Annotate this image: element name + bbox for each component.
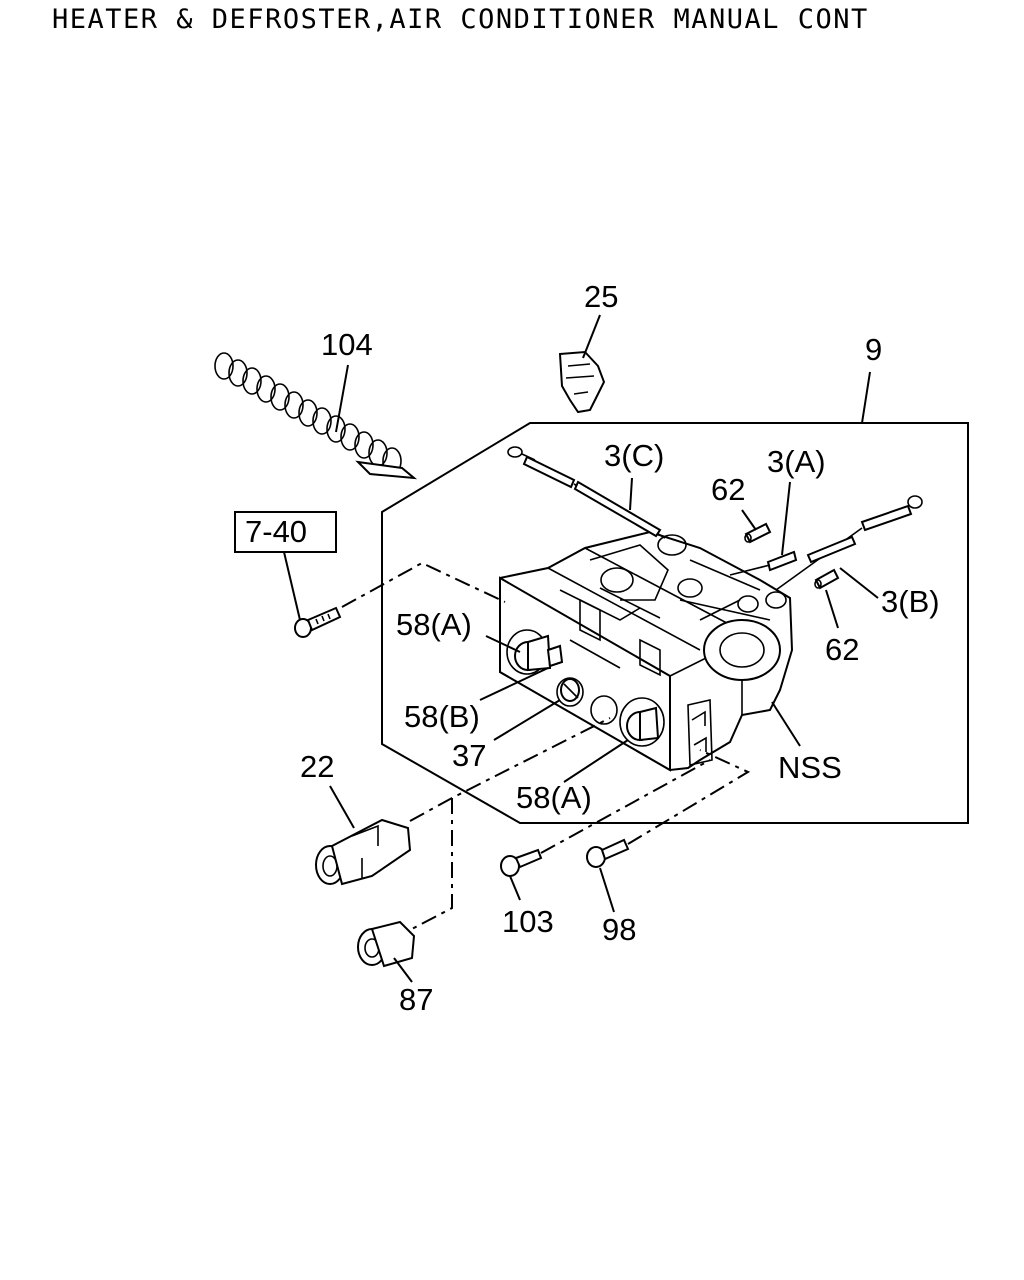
- diagram-title: HEATER & DEFROSTER,AIR CONDITIONER MANUA…: [52, 4, 869, 35]
- part-3C-cable: [507, 446, 666, 539]
- label-104: 104: [321, 327, 373, 362]
- part-98-screw: [586, 838, 630, 868]
- label-7-40: 7-40: [245, 514, 307, 549]
- label-58A-lower: 58(A): [516, 780, 592, 815]
- installation-dash-lines: [341, 561, 751, 931]
- assembly-9-boundary: [381, 422, 969, 824]
- reference-box-7-40: [234, 511, 337, 553]
- label-9: 9: [865, 332, 882, 367]
- label-58B: 58(B): [404, 699, 480, 734]
- label-NSS: NSS: [778, 750, 842, 785]
- part-22-switch: [315, 818, 412, 886]
- label-37: 37: [452, 738, 486, 773]
- part-62-pin-upper: [744, 522, 772, 544]
- label-58A-upper: 58(A): [396, 607, 472, 642]
- part-103-screw: [500, 848, 543, 877]
- part-58A-knob-left: [514, 634, 564, 672]
- label-62-upper: 62: [711, 472, 745, 507]
- callout-labels: 25 104 9 3(C) 3(A) 62 3(B) 62 7-40 58(A)…: [245, 279, 940, 1017]
- part-3A-cable: [729, 550, 798, 576]
- part-104-corrugated-tube: [214, 352, 418, 480]
- part-25-clip: [558, 350, 606, 414]
- part-87-socket: [357, 920, 416, 968]
- part-62-pin-right: [814, 568, 840, 590]
- part-58B-knob-center: [560, 678, 580, 702]
- part-7-40-screw: [294, 606, 342, 638]
- label-98: 98: [602, 912, 636, 947]
- label-103: 103: [502, 904, 554, 939]
- part-3B-cable: [775, 495, 923, 591]
- label-25: 25: [584, 279, 618, 314]
- leader-lines: [283, 314, 879, 983]
- label-62-lower: 62: [825, 632, 859, 667]
- part-58A-knob-right: [626, 706, 660, 742]
- label-3A: 3(A): [767, 444, 826, 479]
- label-3B: 3(B): [881, 584, 940, 619]
- label-22: 22: [300, 749, 334, 784]
- label-87: 87: [399, 982, 433, 1017]
- label-3C: 3(C): [604, 438, 664, 473]
